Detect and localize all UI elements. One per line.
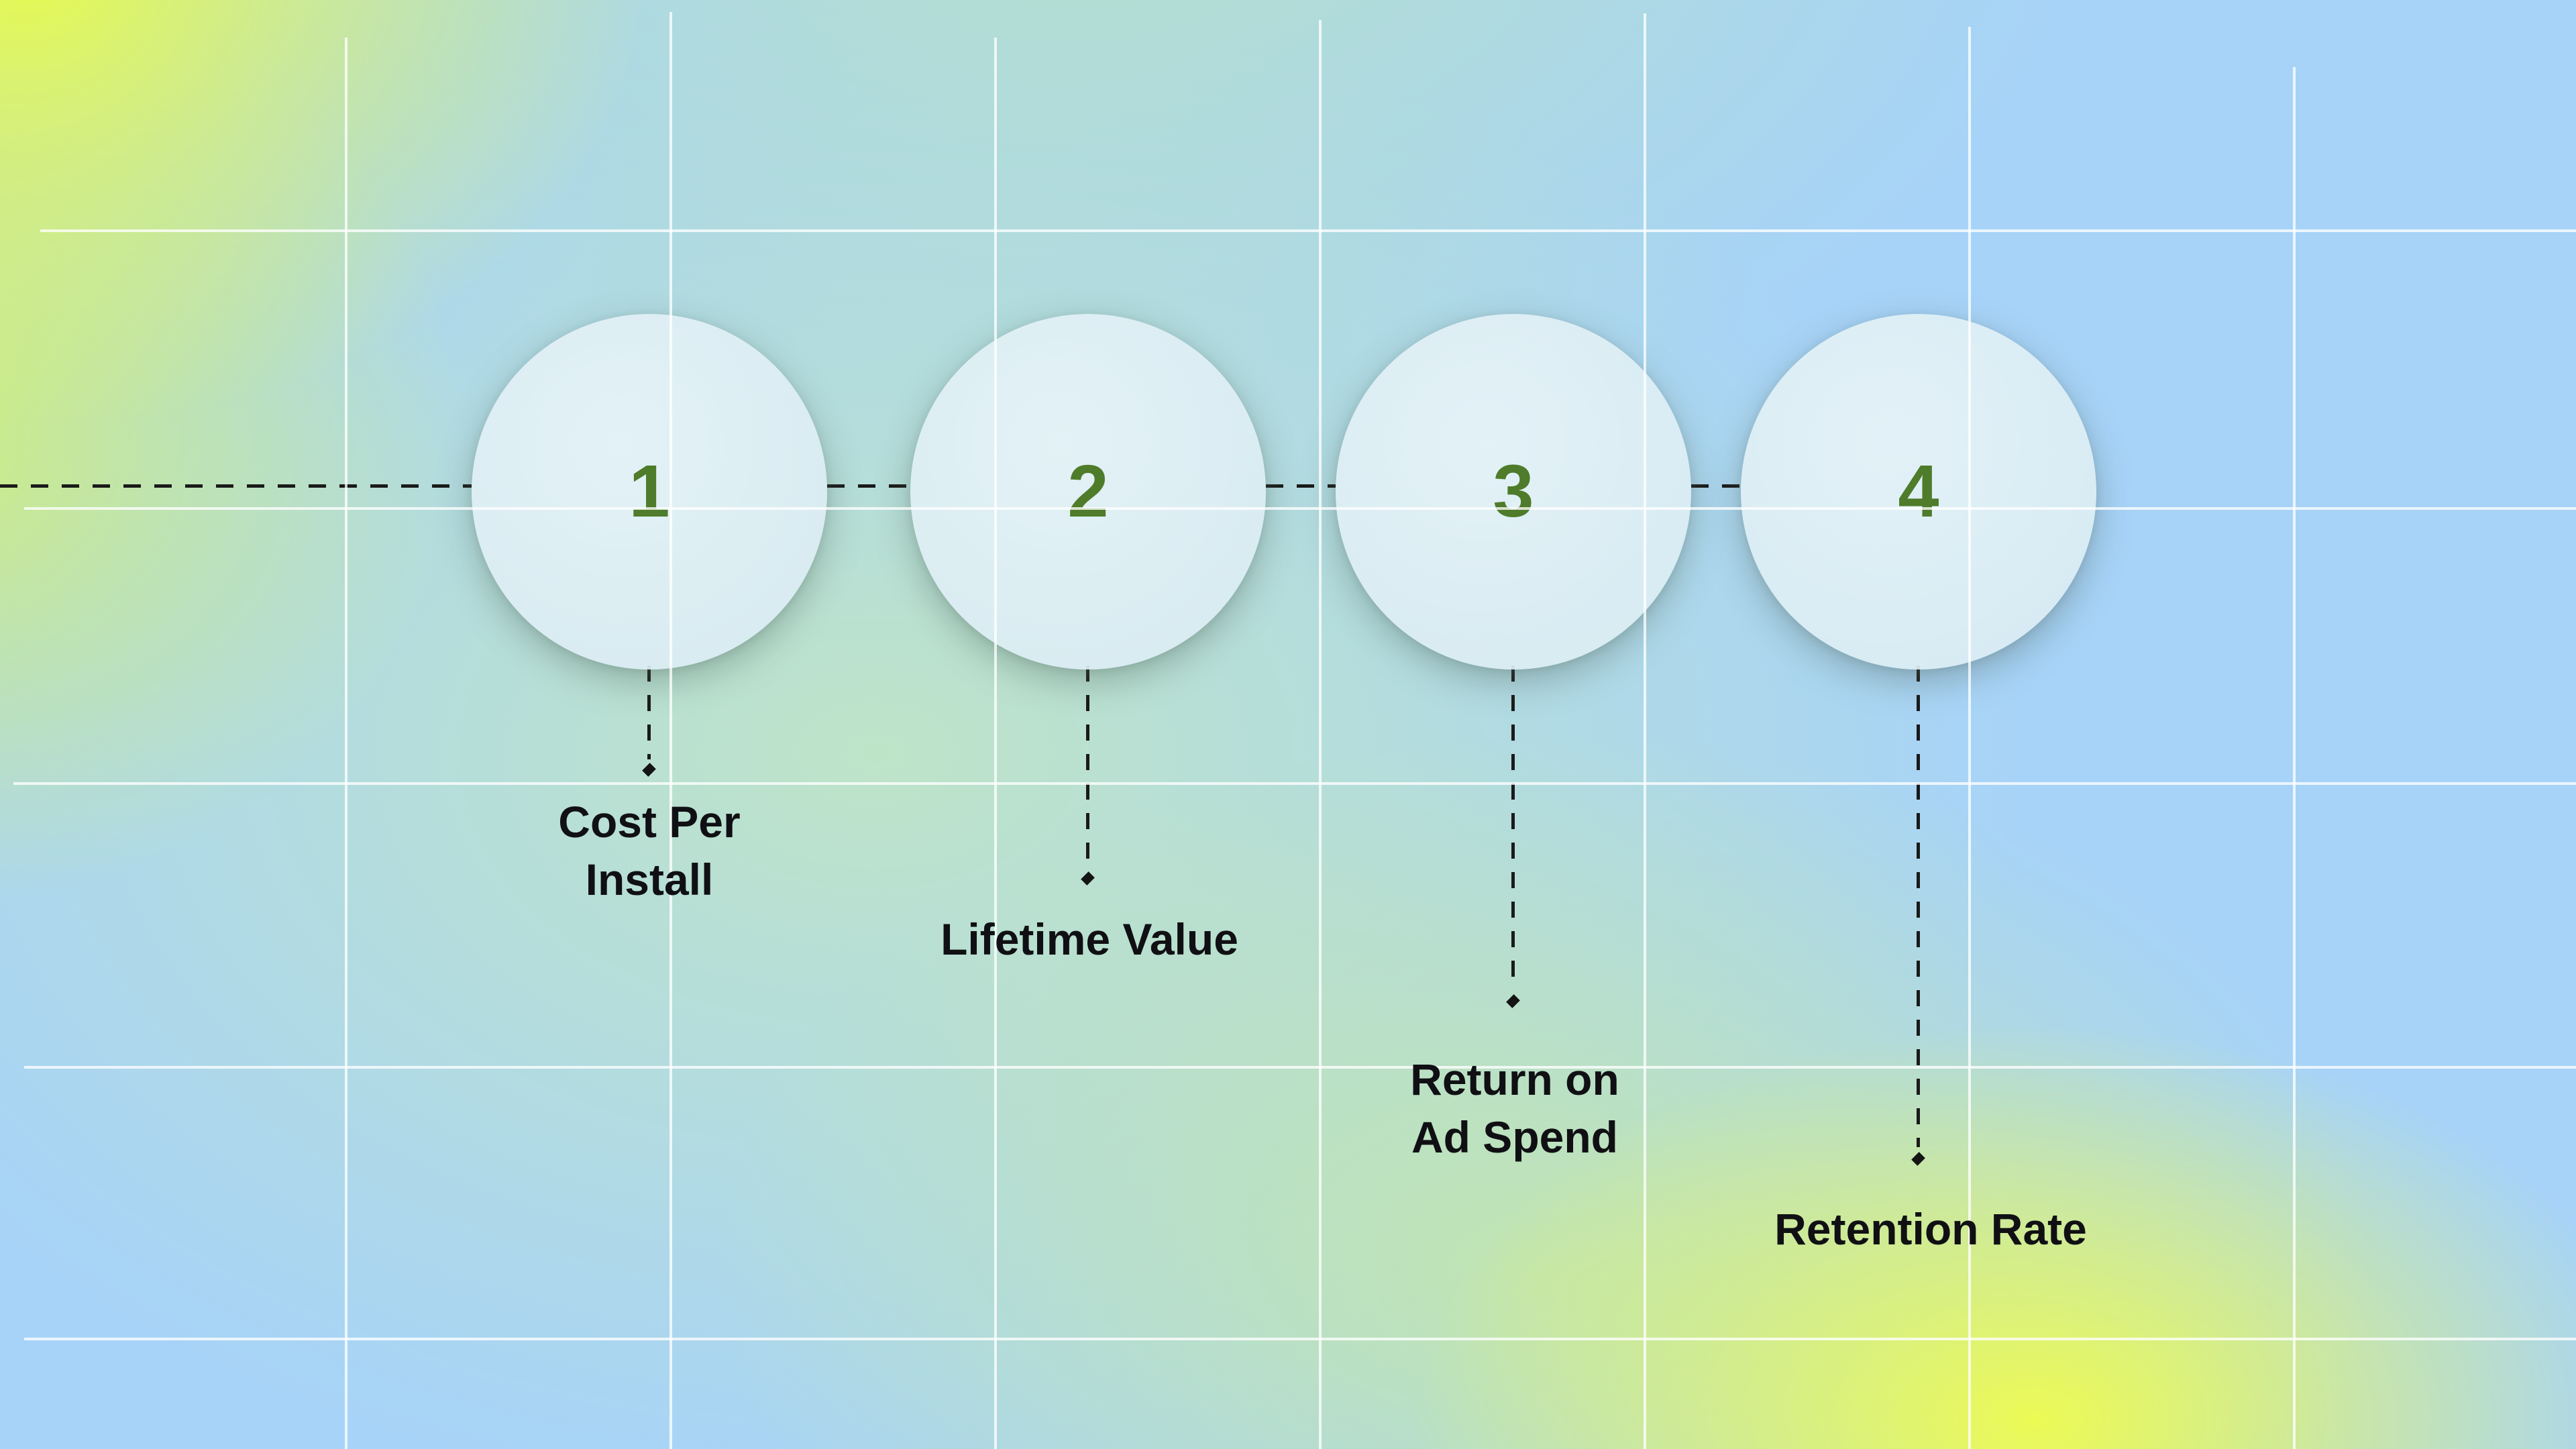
step-circle-1: 1 (472, 314, 827, 669)
dashed-axis-segment (1691, 484, 1741, 488)
diamond-marker-icon (1506, 994, 1520, 1008)
step-label-2: Lifetime Value (941, 914, 1238, 964)
step-number-4: 4 (1898, 450, 1939, 533)
dashed-axis-segment (827, 484, 910, 488)
step-connector-line (1086, 665, 1089, 867)
step-connector-line (647, 665, 651, 759)
diamond-marker-icon (642, 763, 656, 777)
dashed-axis-segment (1266, 484, 1336, 488)
step-number-1: 1 (629, 450, 670, 533)
step-label-4: Retention Rate (1774, 1204, 2087, 1254)
step-number-3: 3 (1493, 450, 1534, 533)
step-label-3: Return on Ad Spend (1410, 1055, 1619, 1162)
step-connector-line (1511, 665, 1515, 989)
dashed-axis-segment (0, 484, 472, 488)
step-circle-3: 3 (1336, 314, 1691, 669)
step-label-1: Cost Per Install (558, 797, 741, 904)
step-number-2: 2 (1067, 450, 1109, 533)
step-connector-line (1917, 665, 1920, 1147)
step-circle-4: 4 (1741, 314, 2096, 669)
diamond-marker-icon (1081, 871, 1095, 885)
diamond-marker-icon (1911, 1152, 1925, 1166)
step-circle-2: 2 (910, 314, 1266, 669)
